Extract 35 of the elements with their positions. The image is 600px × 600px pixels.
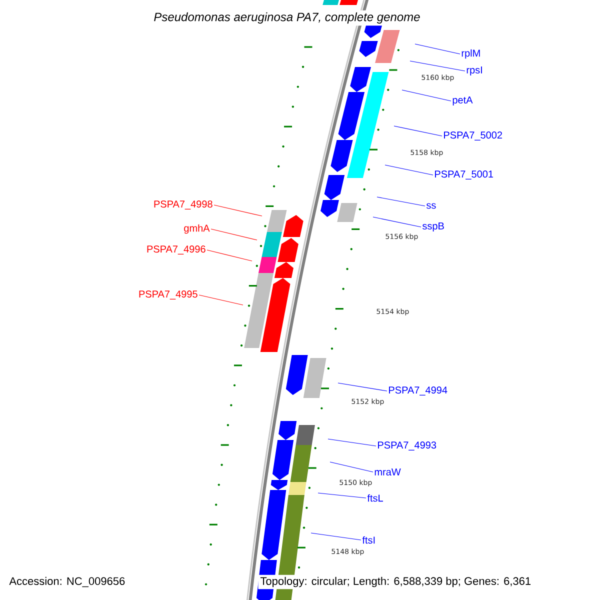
genome-info-label: Topology: circular; Length: 6,588,339 bp; Genes: 6,361 <box>258 574 534 590</box>
leader-line <box>402 90 452 102</box>
gene-label: PSPA7_4994 <box>389 386 448 396</box>
gene-label: gmhA <box>184 224 210 234</box>
gene-label: PSPA7_4998 <box>154 200 212 210</box>
leader-line <box>310 532 362 540</box>
leader-line <box>198 294 244 306</box>
gene-label: PSPA7_5002 <box>444 132 502 140</box>
leader-line <box>414 44 460 54</box>
gene-label: PSPA7_5001 <box>435 170 494 180</box>
gene-label: rpsI <box>466 66 482 76</box>
leader-line <box>330 462 374 472</box>
leader-line <box>318 492 366 498</box>
accession-label: Accession: NC_009656 <box>9 576 125 588</box>
gene-label: sspB <box>422 222 444 232</box>
leader-line <box>372 216 422 228</box>
leader-line <box>394 126 442 136</box>
leader-line <box>410 60 466 72</box>
leader-line <box>338 382 388 392</box>
gene-label: mraW <box>374 468 401 476</box>
gene-label: PSPA7_4993 <box>378 442 436 450</box>
leader-line <box>328 438 376 446</box>
leader-line <box>206 250 252 262</box>
title: Pseudomonas aeruginosa PA7, complete genome <box>152 10 422 26</box>
gene-label: petA <box>452 96 473 106</box>
gene-label: PSPA7_4996 <box>147 246 206 254</box>
gene-label: rplM <box>462 49 480 59</box>
gene-label: ftsL <box>367 494 383 502</box>
gene-label: ftsI <box>362 536 375 544</box>
leader-line <box>214 204 262 216</box>
gene-label: PSPA7_4995 <box>139 290 198 300</box>
leader-line <box>376 196 426 206</box>
gene-label: ss <box>426 203 436 209</box>
leader-line <box>210 228 258 240</box>
leader-line <box>384 164 434 176</box>
